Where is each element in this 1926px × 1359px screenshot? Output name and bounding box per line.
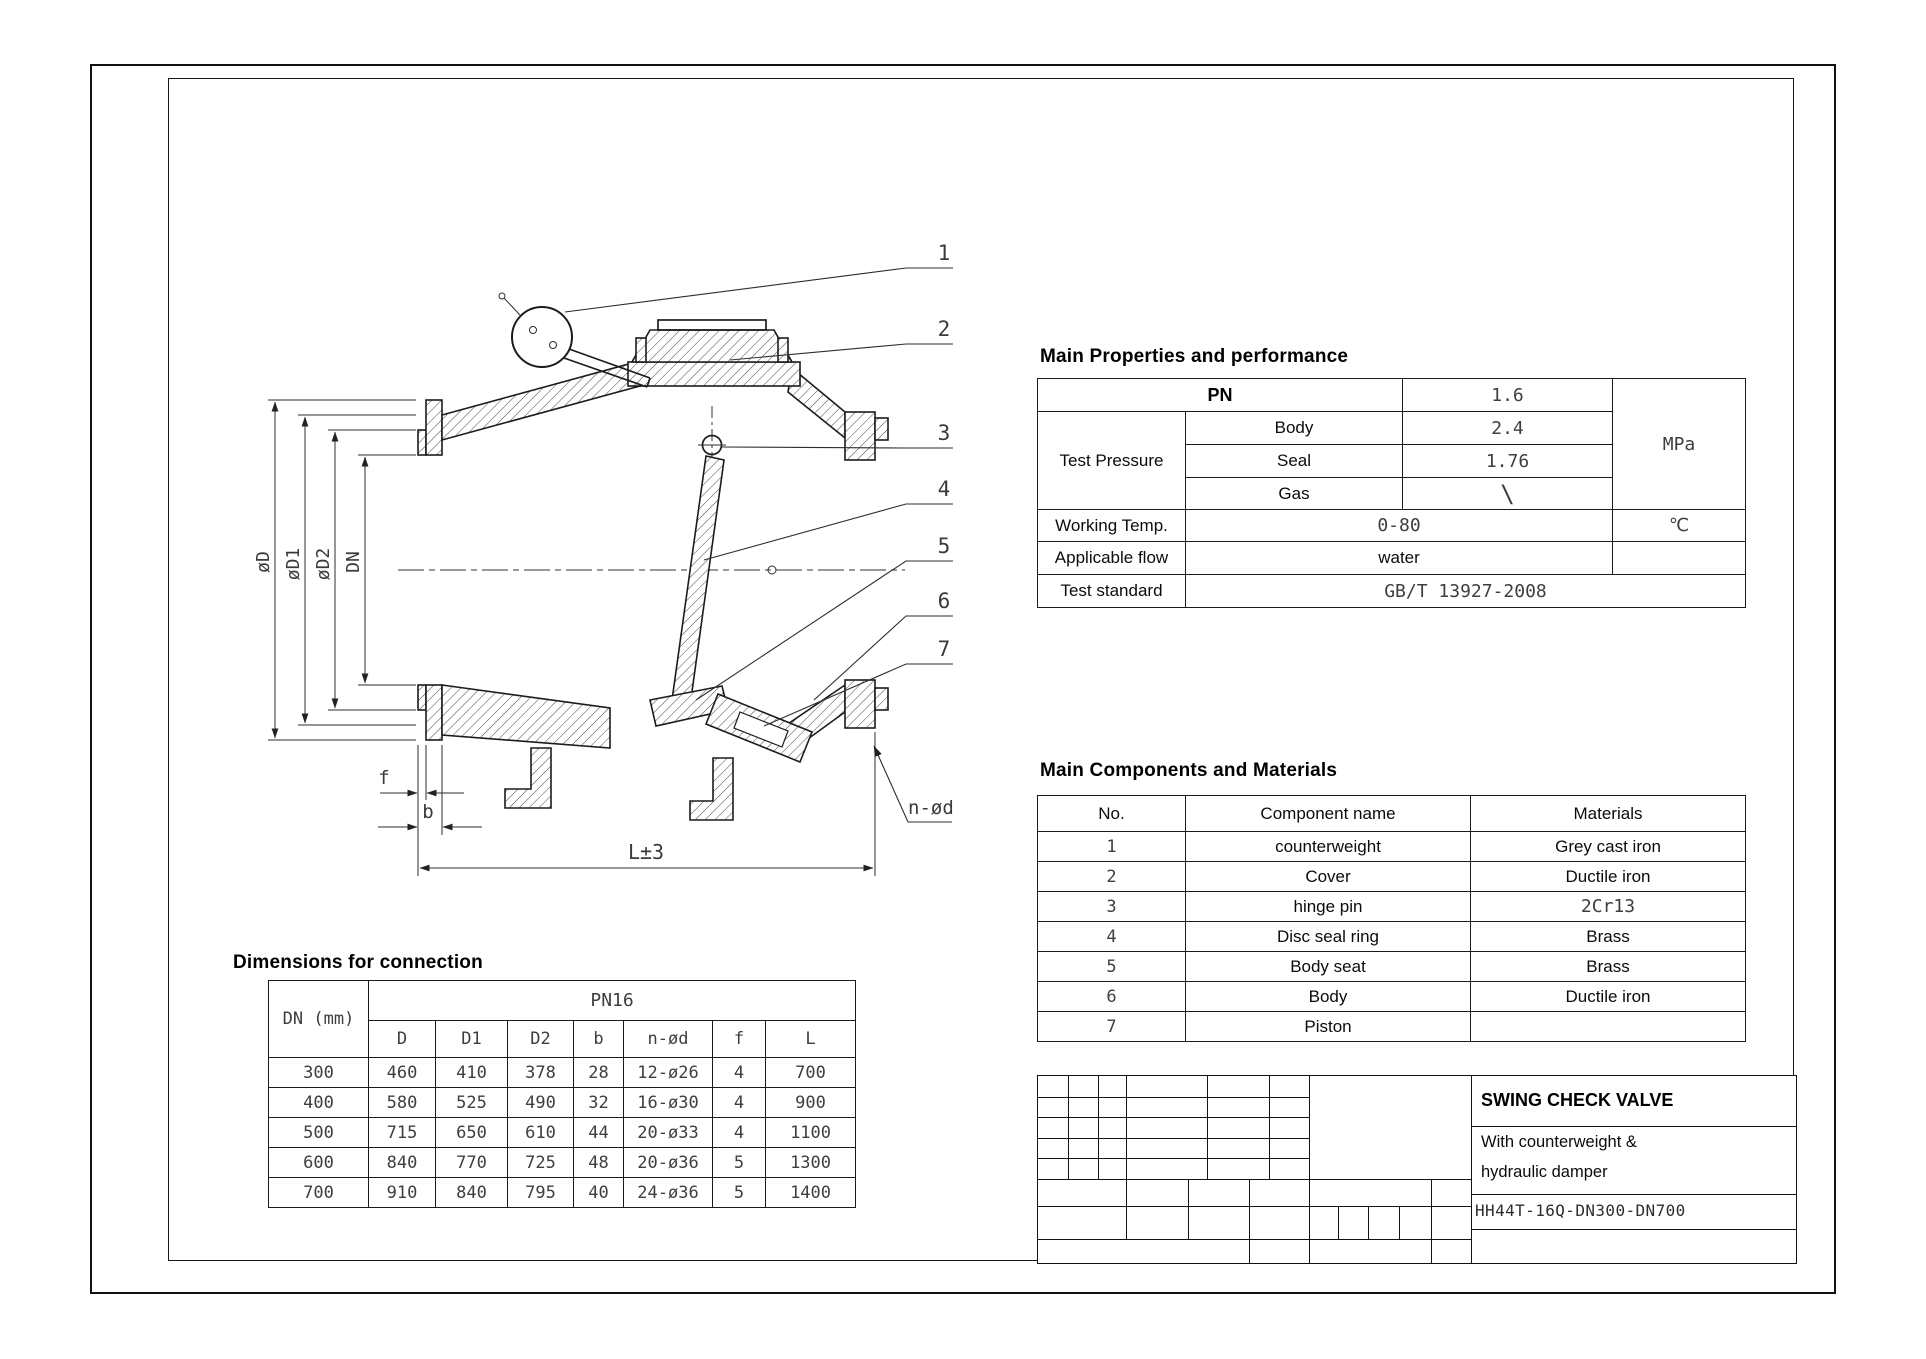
col-header-D: D [368,1020,436,1058]
components-table: No. Component name Materials 1 counterwe… [1037,795,1746,1042]
bolt-hole-label: n-ød [873,745,954,823]
pn16-header: PN16 [367,980,857,1021]
col-header-f: f [712,1020,766,1058]
test-standard-label: Test standard [1037,574,1186,608]
dimension-row: 300 460 410 378 28 12-ø26 4 700 [268,1057,857,1088]
valve-cover [627,319,801,387]
sheet-outer-frame [90,64,1836,1294]
col-header-b: b [573,1020,624,1058]
col-header-name: Component name [1185,795,1471,832]
component-row: 7 Piston [1037,1011,1746,1042]
dim-label-b: b [422,801,433,823]
seal-label: Seal [1184,444,1404,478]
test-standard-value: GB/T 13927-2008 [1184,574,1747,608]
dn-header: DN (mm) [268,980,369,1058]
applicable-flow-value: water [1184,541,1614,575]
col-header-nod: n-ød [623,1020,713,1058]
applicable-flow-label: Applicable flow [1037,541,1186,575]
sheet-inner-frame [168,78,1794,1261]
working-temp-label: Working Temp. [1037,509,1186,542]
test-pressure-label: Test Pressure [1037,411,1186,510]
dimension-row: 400 580 525 490 32 16-ø30 4 900 [268,1087,857,1118]
col-header-D2: D2 [507,1020,574,1058]
callout-2: 2 [938,317,951,341]
component-row: 3 hinge pin 2Cr13 [1037,891,1746,922]
callout-numbers: 1 2 3 4 5 6 7 [938,241,951,661]
centerlines [398,406,905,575]
title-block: SWING CHECK VALVE With counterweight & h… [1037,1075,1797,1264]
valve-drawing: øD øD1 øD2 DN f b L±3 n-ød 1 2 [253,241,954,876]
model-number: HH44T-16Q-DN300-DN700 [1475,1201,1686,1220]
body-value: 2.4 [1402,411,1614,445]
component-row: 2 Cover Ductile iron [1037,861,1746,892]
dimension-lines: øD øD1 øD2 DN [253,399,416,741]
callout-7: 7 [938,637,951,661]
gas-label: Gas [1184,477,1404,510]
col-header-materials: Materials [1470,795,1746,832]
pn-label: PN [1036,378,1404,412]
properties-title: Main Properties and performance [1040,346,1349,367]
dim-label-n-od: n-ød [908,797,954,819]
callout-4: 4 [938,477,951,501]
pressure-unit: MPa [1612,378,1747,510]
dim-label-f: f [378,767,389,789]
component-row: 4 Disc seal ring Brass [1037,921,1746,952]
callout-3: 3 [938,421,951,445]
working-temp-unit: ℃ [1612,509,1747,542]
dimension-row: 600 840 770 725 48 20-ø36 5 1300 [268,1147,857,1178]
dim-label-od2: øD2 [313,548,334,581]
component-row: 6 Body Ductile iron [1037,981,1746,1012]
gas-value: \ [1402,477,1614,510]
dimension-lines-bottom: f b L±3 [378,732,876,876]
applicable-flow-unit [1612,541,1747,575]
component-row: 5 Body seat Brass [1037,951,1746,982]
dimensions-title: Dimensions for connection [233,952,483,973]
callout-5: 5 [938,534,951,558]
callout-6: 6 [938,589,951,613]
product-description-line2: hydraulic damper [1481,1163,1608,1181]
body-label: Body [1184,411,1404,445]
valve-internals [649,434,814,764]
working-temp-value: 0-80 [1184,509,1614,542]
callout-1: 1 [938,241,951,265]
product-description-line1: With counterweight & [1481,1133,1637,1151]
callout-leaders [564,267,953,727]
col-header-L: L [764,1020,857,1058]
dim-label-dn: DN [343,551,364,573]
dim-label-od1: øD1 [283,548,304,581]
col-header-D1: D1 [435,1020,508,1058]
product-name: SWING CHECK VALVE [1481,1090,1674,1110]
component-row: 1 counterweight Grey cast iron [1037,831,1746,862]
pn-value: 1.6 [1402,378,1614,412]
dim-label-od: øD [253,551,274,573]
components-title: Main Components and Materials [1040,760,1338,781]
dimension-row: 500 715 650 610 44 20-ø33 4 1100 [268,1117,857,1148]
col-header-no: No. [1037,795,1186,832]
dimension-row: 700 910 840 795 40 24-ø36 5 1400 [268,1177,857,1208]
properties-table: PN 1.6 MPa Test Pressure Body 2.4 Seal 1… [1036,378,1747,608]
valve-body [417,360,889,821]
dimensions-table: DN (mm) PN16 D D1 D2 b n-ød f L 300 460 … [268,980,857,1208]
dim-label-l: L±3 [628,840,664,864]
seal-value: 1.76 [1402,444,1614,478]
counterweight [498,292,651,388]
